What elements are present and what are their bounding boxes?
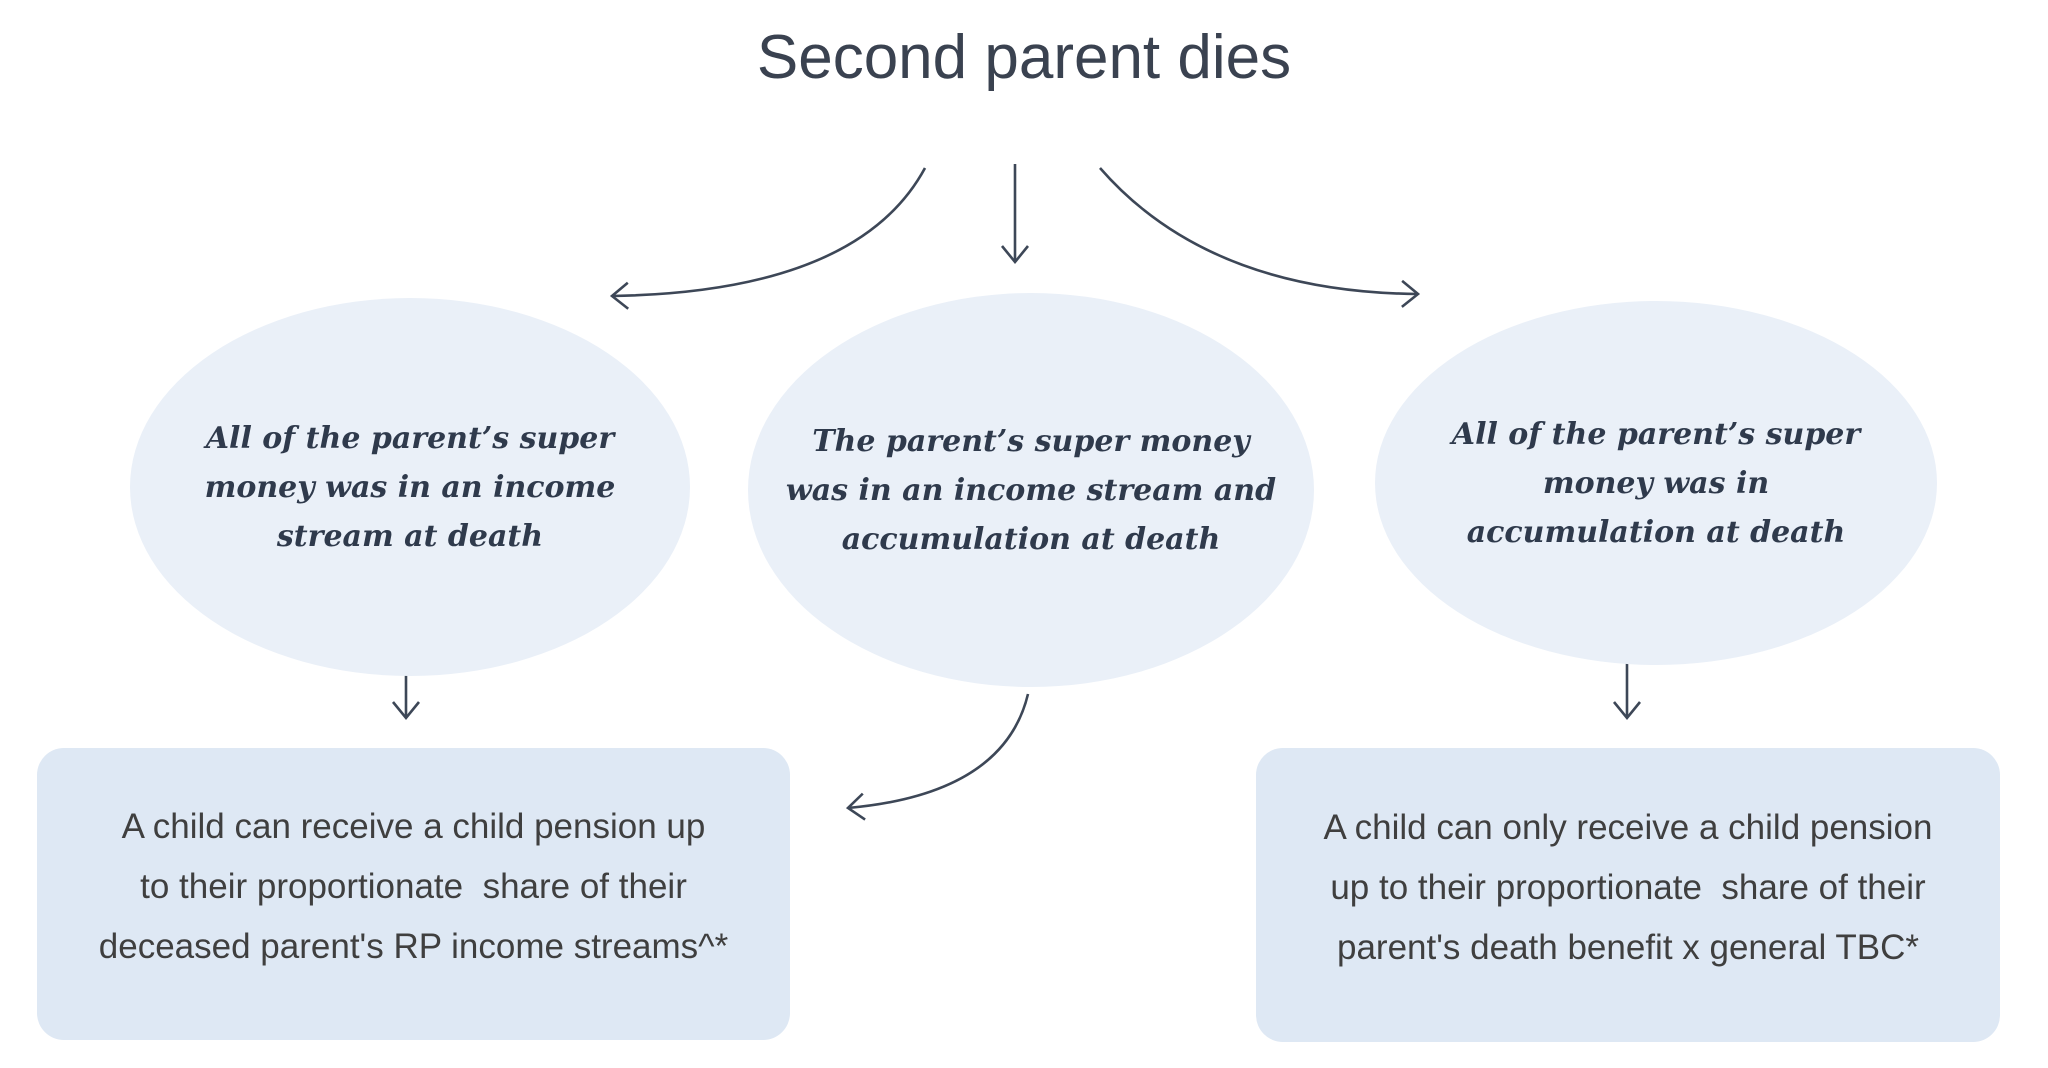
diagram-title: Second parent dies: [756, 23, 1292, 92]
right-ellipse-node: All of the parent’s super money was in a…: [1375, 301, 1937, 665]
right-outcome-text: A child can only receive a child pension…: [1323, 808, 1933, 967]
left-ellipse-text: All of the parent’s super money was in a…: [204, 420, 616, 554]
right-ellipse-text: All of the parent’s super money was in a…: [1451, 416, 1861, 550]
arrow-title-to-right-ellipse-icon: [1099, 167, 1421, 308]
center-ellipse-text: The parent’s super money was in an incom…: [785, 423, 1277, 557]
left-outcome-text: A child can receive a child pension up t…: [98, 807, 729, 966]
arrow-title-to-left-ellipse-icon: [609, 167, 927, 310]
center-ellipse-node: The parent’s super money was in an incom…: [748, 293, 1314, 687]
arrow-center-ellipse-to-left-box-icon: [845, 693, 1030, 821]
left-ellipse-node: All of the parent’s super money was in a…: [130, 298, 690, 676]
left-outcome-box: A child can receive a child pension up t…: [37, 748, 790, 1040]
right-outcome-box: A child can only receive a child pension…: [1256, 748, 2000, 1042]
